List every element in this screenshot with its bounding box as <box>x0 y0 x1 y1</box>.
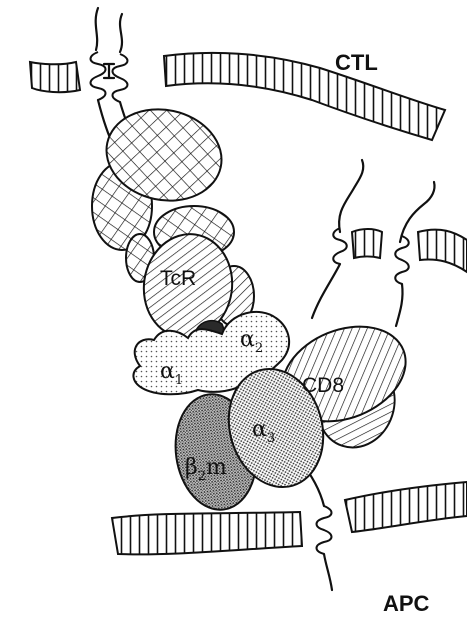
tcr-label: TcR <box>160 267 196 290</box>
beta2m-suffix: m <box>206 455 227 480</box>
alpha2-subscript: 2 <box>255 341 263 356</box>
ctl-membrane <box>30 53 445 140</box>
beta2m-subscript: 2 <box>198 469 206 484</box>
alpha2-symbol: α <box>240 327 255 352</box>
cd8-label: CD8 <box>302 374 344 397</box>
beta2m-symbol: β <box>185 455 198 480</box>
alpha1-symbol: α <box>160 359 175 384</box>
alpha3-symbol: α <box>252 417 267 442</box>
alpha1-subscript: 1 <box>175 373 183 388</box>
alpha3-subscript: 3 <box>267 431 275 446</box>
ctl-label: CTL <box>335 50 378 75</box>
apc-membrane <box>112 482 467 554</box>
apc-label: APC <box>383 591 430 616</box>
beta2m-label: β2m <box>185 455 227 484</box>
